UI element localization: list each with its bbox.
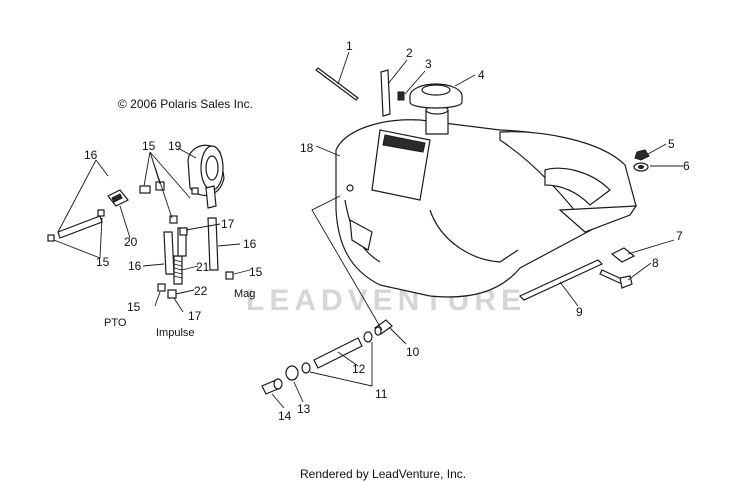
callout-16-b: 16 [128, 259, 142, 273]
callout-22: 22 [194, 284, 208, 298]
callout-14: 14 [278, 409, 292, 423]
clip[interactable] [397, 91, 405, 101]
callout-12: 12 [352, 362, 366, 376]
fitting-22[interactable] [167, 289, 177, 299]
callout-7: 7 [676, 229, 683, 243]
fuel-pump[interactable] [187, 144, 225, 209]
hose-12[interactable] [313, 337, 363, 369]
bolt[interactable] [599, 269, 633, 289]
fuel-cap[interactable] [409, 83, 463, 109]
hose-16c[interactable] [207, 217, 219, 271]
mounting-pad[interactable] [610, 247, 636, 263]
clamp-15h[interactable] [157, 283, 166, 292]
fuel-filter-20[interactable] [107, 189, 129, 207]
clamp-15b[interactable] [97, 209, 105, 217]
callout-17-a: 17 [221, 217, 235, 231]
callout-8: 8 [652, 256, 659, 270]
callout-6: 6 [683, 159, 690, 173]
impulse-hose-21[interactable] [173, 255, 183, 285]
clamp-11a[interactable] [363, 331, 373, 343]
clamp-15g[interactable] [225, 271, 234, 280]
callout-18: 18 [300, 141, 314, 155]
callout-numbers: 1 2 3 4 5 6 7 8 9 10 11 12 13 14 15 15 1… [84, 39, 690, 423]
vent-tube[interactable] [380, 69, 391, 117]
callout-21: 21 [196, 260, 210, 274]
clamp-15a[interactable] [47, 234, 55, 242]
callout-9: 9 [576, 305, 583, 319]
tank-strap-rod[interactable] [315, 67, 359, 101]
callout-16-a: 16 [84, 148, 98, 162]
clamp-15e[interactable] [169, 215, 178, 224]
callout-13: 13 [297, 402, 311, 416]
callout-15-d: 15 [127, 300, 141, 314]
callout-4: 4 [478, 68, 485, 82]
callout-15-a: 15 [96, 255, 110, 269]
callout-15-b: 15 [142, 139, 156, 153]
callout-19: 19 [168, 139, 182, 153]
callout-1: 1 [346, 39, 353, 53]
fuel-tank[interactable] [335, 119, 638, 298]
grommet[interactable] [285, 365, 299, 381]
clamp-11b[interactable] [301, 362, 311, 374]
callout-16-c: 16 [243, 237, 257, 251]
callout-5: 5 [668, 137, 675, 151]
label-pto: PTO [104, 317, 127, 329]
callout-20: 20 [124, 235, 138, 249]
fitting-10[interactable] [374, 319, 393, 336]
callout-17-b: 17 [188, 309, 202, 323]
leader-lines [53, 51, 683, 409]
callout-3: 3 [425, 57, 432, 71]
nut[interactable] [634, 149, 650, 161]
label-impulse: Impulse [156, 327, 195, 339]
callout-15-c: 15 [249, 265, 263, 279]
copyright-text: © 2006 Polaris Sales Inc. [118, 97, 253, 111]
callout-10: 10 [406, 345, 420, 359]
clamp-15c[interactable] [139, 185, 151, 194]
footer-credit: Rendered by LeadVenture, Inc. [300, 467, 466, 481]
callout-2: 2 [406, 46, 413, 60]
label-mag: Mag [234, 288, 255, 300]
tank-strap[interactable] [518, 259, 604, 301]
fuel-valve-14[interactable] [261, 378, 283, 395]
clamp-15f[interactable] [179, 227, 188, 236]
filler-neck[interactable] [425, 105, 449, 135]
callout-11: 11 [375, 387, 388, 401]
hose-16b[interactable] [163, 231, 175, 275]
fitting-17b[interactable] [191, 187, 199, 195]
